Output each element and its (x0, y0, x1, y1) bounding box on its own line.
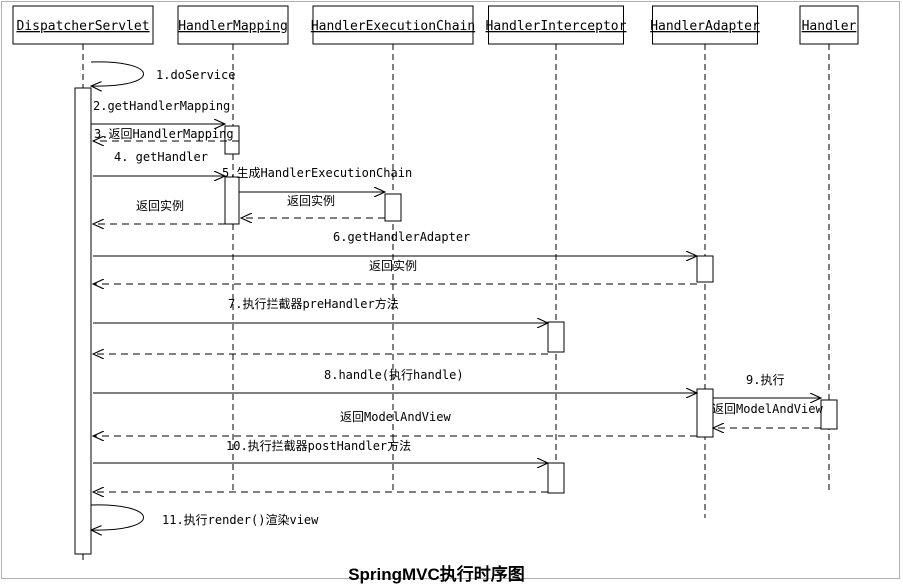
message-5: 5.生成HandlerExecutionChain (222, 166, 412, 192)
message-label: 7.执行拦截器preHandler方法 (228, 296, 399, 311)
message-10: 7.执行拦截器preHandler方法 (93, 296, 548, 323)
activation-hi (547, 321, 565, 353)
message-4: 4. getHandler (93, 150, 225, 176)
sequence-diagram-canvas: DispatcherServlet HandlerMapping HandlerEx… (12, 5, 859, 578)
message-1: 1.doService (91, 61, 235, 86)
message-label: 返回ModelAndView (712, 402, 823, 416)
message-label: 返回实例 (287, 193, 335, 208)
message-12: 8.handle(执行handle) (93, 368, 697, 393)
activation-hi (547, 462, 565, 494)
activation-hec (384, 193, 402, 222)
message-label: 10.执行拦截器postHandler方法 (226, 438, 411, 453)
message-label: 返回实例 (369, 258, 417, 273)
message-6: 返回实例 (241, 193, 385, 218)
message-label: 11.执行render()渲染view (162, 512, 319, 527)
activation-ha (696, 255, 714, 283)
activation-h (820, 399, 838, 430)
participant-hm: HandlerMapping (177, 5, 289, 492)
activation-hm (224, 176, 240, 225)
participant-hec: HandlerExecutionChain (311, 5, 475, 492)
participant-ha: HandlerAdapter (650, 5, 760, 518)
message-label: 返回实例 (136, 198, 184, 213)
message-14: 返回ModelAndView (712, 402, 823, 428)
message-9: 返回实例 (93, 258, 697, 284)
participant-h: Handler (799, 5, 859, 492)
message-label: 2.getHandlerMapping (93, 99, 230, 113)
message-7: 返回实例 (93, 198, 225, 224)
participant-label: Handler (802, 19, 857, 34)
participant-label: HandlerExecutionChain (311, 19, 475, 34)
message-15: 返回ModelAndView (93, 410, 697, 436)
participant-box (652, 5, 758, 45)
message-label: 9.执行 (746, 373, 784, 387)
message-label: 3.返回HandlerMapping (94, 127, 234, 141)
message-16: 10.执行拦截器postHandler方法 (93, 438, 548, 463)
message-label: 4. getHandler (114, 150, 208, 164)
participant-label: HandlerInterceptor (486, 19, 627, 34)
activation-ds (74, 87, 92, 555)
self-message-arrow (91, 504, 144, 530)
message-label: 8.handle(执行handle) (324, 368, 464, 382)
message-13: 9.执行 (713, 373, 821, 398)
message-label: 1.doService (156, 68, 235, 82)
participant-box (177, 5, 289, 45)
self-message-arrow (91, 61, 144, 86)
participant-box (12, 5, 154, 45)
participant-label: DispatcherServlet (16, 19, 149, 34)
message-label: 6.getHandlerAdapter (333, 230, 470, 244)
message-2: 2.getHandlerMapping (91, 99, 230, 124)
participant-label: HandlerMapping (178, 19, 288, 34)
participant-label: HandlerAdapter (650, 19, 760, 34)
message-3: 3.返回HandlerMapping (93, 127, 239, 141)
participant-hi: HandlerInterceptor (486, 5, 627, 492)
message-18: 11.执行render()渲染view (91, 504, 319, 530)
message-8: 6.getHandlerAdapter (93, 230, 697, 256)
activation-hm (224, 125, 240, 155)
activation-ha (696, 388, 714, 438)
diagram-title: SpringMVC执行时序图 (348, 565, 525, 584)
message-label: 返回ModelAndView (340, 410, 451, 424)
message-label: 5.生成HandlerExecutionChain (222, 166, 412, 180)
